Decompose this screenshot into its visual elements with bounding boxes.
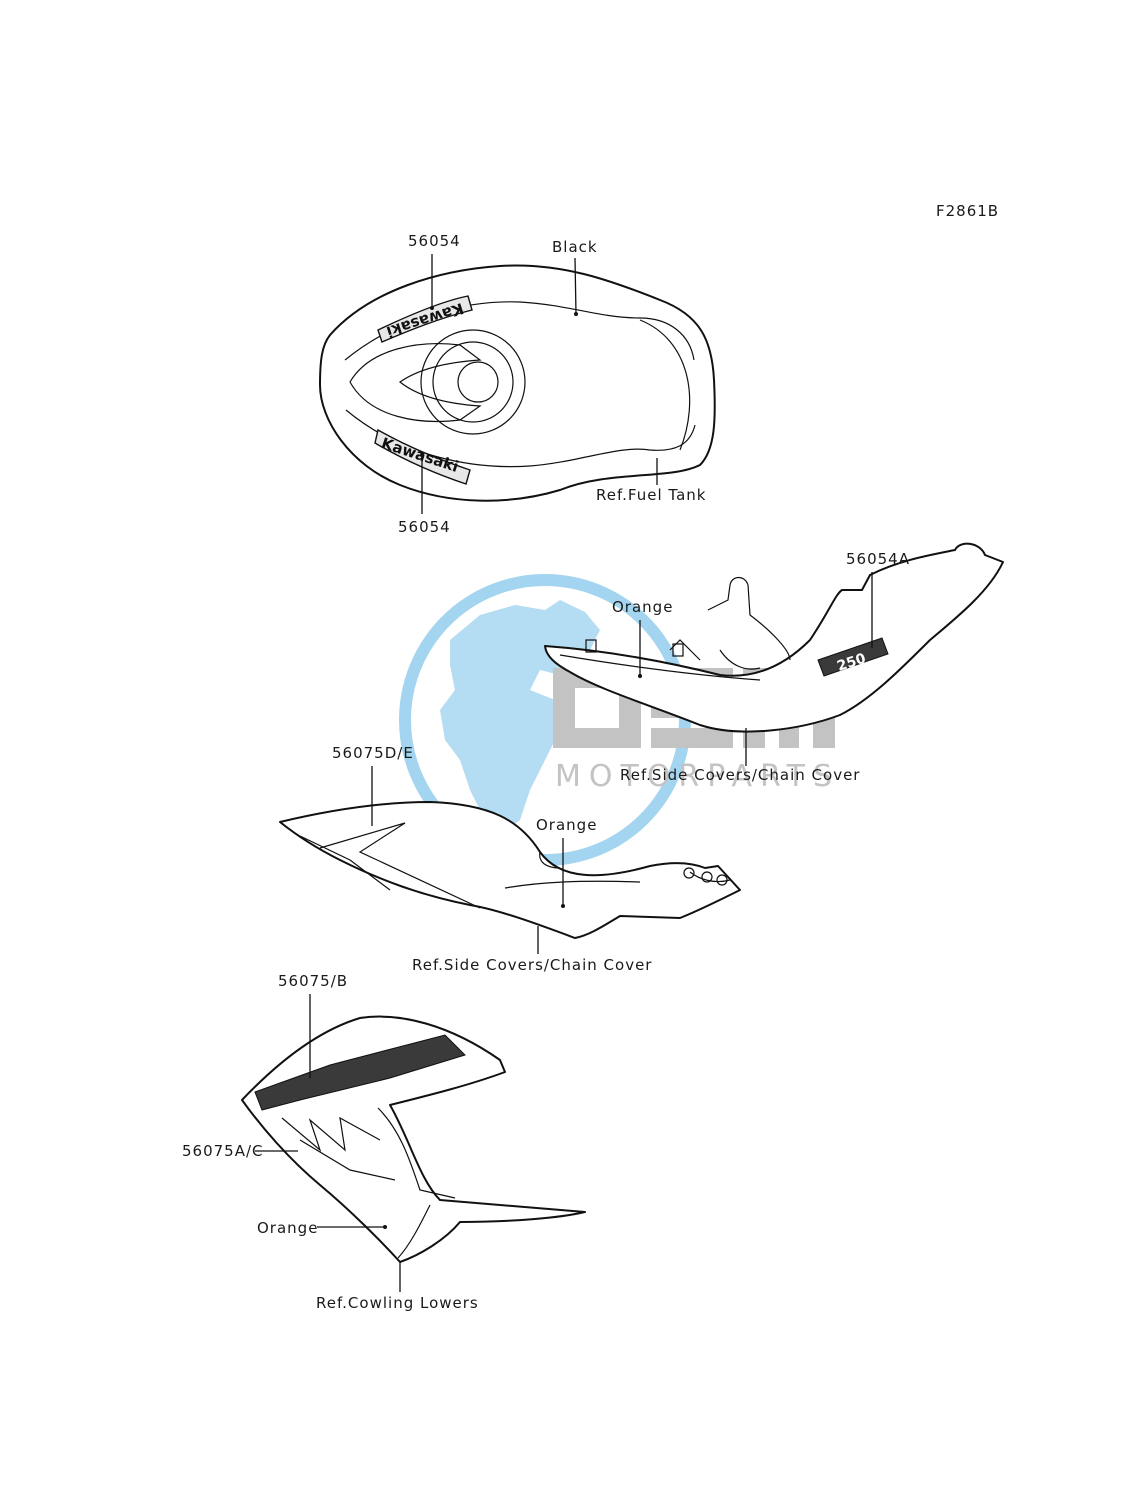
callout-tank-upper-part: 56054: [408, 232, 461, 250]
side-cover-right-clip-1: [585, 639, 597, 653]
tank-decal-upper-band: [377, 295, 473, 343]
cowling-lower-decal-stripes: [281, 1116, 396, 1181]
watermark-globe-continents: [440, 600, 600, 835]
side-cover-right: 250 56054A Orange Ref.Side Covers/Chain …: [544, 542, 1004, 784]
callout-tank-lower-part: 56054: [398, 518, 451, 536]
figure-id: F2861B: [936, 202, 999, 220]
side-cover-right-outline: [544, 542, 1004, 733]
leader-dot: [561, 904, 565, 908]
leader-dot: [383, 1225, 387, 1229]
leader-dot: [638, 674, 642, 678]
fuel-tank: Kawasaki Kawasaki 56054 Black 56054 Ref.…: [319, 232, 716, 536]
callout-cowling-color: Orange: [257, 1219, 318, 1237]
callout-cowling-part-upper: 56075/B: [278, 972, 348, 990]
leader-dot: [574, 312, 578, 316]
callout-side-cover-left-part: 56075D/E: [332, 744, 414, 762]
callout-side-cover-left-color: Orange: [536, 816, 597, 834]
leader-dot: [420, 453, 424, 457]
side-cover-left-mount-1: [683, 867, 695, 879]
fuel-cap-ring: [432, 341, 514, 423]
side-cover-left-mount-3: [716, 874, 728, 886]
side-cover-left: 56075D/E Orange Ref.Side Covers/Chain Co…: [279, 744, 741, 974]
side-cover-left-outline: [279, 801, 741, 939]
side-cover-right-bracket: [707, 576, 791, 661]
side-badge-decal-shape: [817, 637, 889, 677]
leader-tank-color: [574, 257, 577, 315]
fuel-cap: [457, 361, 499, 403]
side-cover-left-mount-2: [701, 871, 713, 883]
fuel-tank-outline: [319, 264, 716, 502]
cowling-lower-inner: [377, 1107, 456, 1259]
fuel-tank-rear: [639, 319, 691, 451]
callout-side-cover-right-ref: Ref.Side Covers/Chain Cover: [620, 766, 860, 784]
fuel-cap-outer: [420, 329, 526, 435]
callout-side-cover-right-color: Orange: [612, 598, 673, 616]
watermark-subtext: MOTORPARTS: [555, 759, 840, 794]
side-cover-right-clip-2: [672, 643, 684, 657]
callout-cowling-ref: Ref.Cowling Lowers: [316, 1294, 479, 1312]
callout-tank-color: Black: [552, 238, 598, 256]
cowling-lower: 56075/B 56075A/C Orange Ref.Cowling Lowe…: [182, 972, 586, 1312]
callout-cowling-part-lower: 56075A/C: [182, 1142, 264, 1160]
callout-tank-ref: Ref.Fuel Tank: [596, 486, 706, 504]
leader-dot: [430, 306, 434, 310]
callout-side-cover-right-part: 56054A: [846, 550, 910, 568]
side-cover-left-stripe: [299, 822, 481, 909]
cowling-lower-decal-band: [254, 1034, 466, 1111]
fuel-tank-recess: [349, 343, 482, 423]
callout-side-cover-left-ref: Ref.Side Covers/Chain Cover: [412, 956, 652, 974]
